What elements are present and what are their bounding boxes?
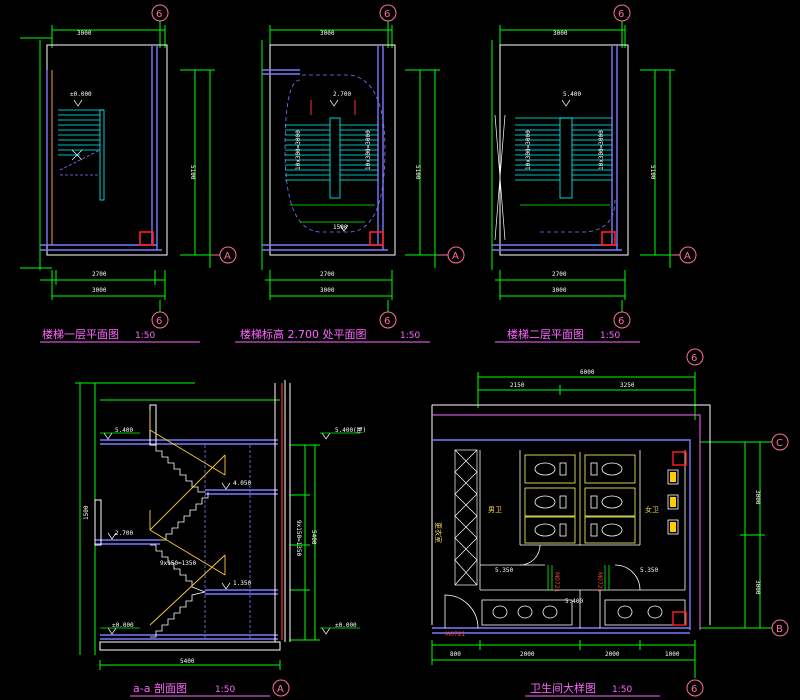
plan3-level: 5.400 [563, 91, 581, 98]
section-run-label: 9x150=1350 [160, 560, 197, 567]
toilet-bottom-dim-3: 2000 [605, 651, 620, 658]
axis-6-bottom-plan3: 6 [618, 316, 624, 327]
plan3-top-dim: 3000 [553, 30, 568, 37]
toilet-top-dim-1: 2150 [510, 382, 525, 389]
toilet-bottom-dim-4: 1000 [665, 651, 680, 658]
plan2-run-left: 10x300=3000 [295, 130, 302, 170]
axis-6-bottom-plan1: 6 [156, 316, 162, 327]
plan2-title: 楼梯标高 2.700 处平面图 [240, 327, 366, 341]
plan3-right-dim: 5100 [649, 165, 656, 180]
toilet-label-side: 更衣室 [434, 522, 443, 543]
plan3-title: 楼梯二层平面图 [507, 327, 584, 341]
toilet-level-3: 5.400 [565, 598, 583, 605]
section-scale: 1:50 [215, 685, 235, 695]
section-title: a-a 剖面图 [133, 681, 187, 695]
axis-6-top-plan2: 6 [384, 9, 390, 20]
axis-a-plan3: A [684, 251, 691, 262]
toilet-top-dim-2: 3250 [620, 382, 635, 389]
toilet-axis-bubbles [686, 348, 789, 697]
section-level-ground-right: ±0.000 [335, 622, 357, 629]
plan2-run-right: 10x300=3000 [365, 130, 372, 170]
plan2-bottom-total: 3000 [320, 287, 335, 294]
plan3-scale: 1:50 [600, 331, 620, 341]
plan2-right-dim: 5100 [414, 165, 421, 180]
section-bottom-dim: 5400 [180, 658, 195, 665]
toilet-label-male: 男卫 [488, 506, 502, 514]
plan1-scale: 1:50 [135, 331, 155, 341]
axis-a-plan1: A [224, 251, 231, 262]
toilet-plan [431, 372, 785, 678]
section-level-4050: 4.050 [233, 480, 251, 487]
plan2-landing-dim: 1500 [333, 224, 348, 231]
toilet-label-female: 女卫 [645, 505, 659, 514]
plan1-level: ±0.000 [70, 91, 92, 98]
plan1-bottom-total: 3000 [92, 287, 107, 294]
axis-b-toilet: B [776, 624, 783, 635]
axis-a-section: A [277, 684, 284, 695]
stair-plan-ground-floor [20, 20, 215, 312]
plan2-top-dim: 3000 [320, 30, 335, 37]
axis-6-toilet-top: 6 [691, 353, 697, 364]
stair-plan-second-floor [491, 20, 675, 312]
plan2-level: 2.700 [333, 91, 351, 98]
axis-6-top-plan1: 6 [156, 9, 162, 20]
toilet-bottom-dim-1: 800 [450, 651, 461, 658]
section-run-dim-1: 9x150=1350 [295, 520, 302, 557]
section-total-dim: 5400 [310, 530, 317, 545]
plan1-axis-bubbles [151, 4, 237, 329]
axis-a-plan2: A [452, 251, 459, 262]
plan1-title: 楼梯一层平面图 [42, 327, 119, 341]
stair-plan-landing [261, 20, 440, 312]
toilet-door-tag-2: M0721 [553, 572, 560, 593]
toilet-bottom-dim-2: 2000 [520, 651, 535, 658]
plan3-run-left: 10x300=3000 [525, 130, 532, 170]
plan2-axis-bubbles [379, 4, 465, 329]
plan3-bottom-dim: 2700 [552, 271, 567, 278]
axis-6-top-plan3: 6 [618, 9, 624, 20]
section-left-dim: 1500 [83, 505, 90, 520]
toilet-right-dim-1: 3000 [754, 490, 761, 505]
axis-6-bottom-plan2: 6 [384, 316, 390, 327]
toilet-title: 卫生间大样图 [530, 681, 596, 695]
toilet-level-2: 5.350 [640, 567, 658, 574]
plan1-right-dim: 5100 [189, 165, 196, 180]
toilet-top-total: 6000 [580, 369, 595, 376]
axis-6-toilet-bottom: 6 [691, 684, 697, 695]
section-level-top: 5.400 [115, 427, 133, 434]
toilet-scale: 1:50 [612, 685, 632, 695]
toilet-door-tag: M0721 [445, 631, 466, 638]
section-level-1350: 1.350 [233, 580, 251, 587]
plan3-axis-bubbles [613, 4, 697, 329]
toilet-level-1: 5.350 [495, 567, 513, 574]
section-level-roof: 5.400(屋) [335, 427, 366, 434]
plan1-top-dim: 3000 [77, 30, 92, 37]
toilet-door-tag-3: M0721 [596, 572, 603, 593]
section-level-2700: 2.700 [115, 530, 133, 537]
plan2-bottom-dim: 2700 [320, 271, 335, 278]
plan3-run-right: 10x300=3000 [598, 130, 605, 170]
plan1-bottom-dim: 2700 [92, 271, 107, 278]
stair-section-aa [75, 380, 360, 670]
toilet-right-dim-2: 3000 [754, 580, 761, 595]
section-level-ground: ±0.000 [112, 622, 134, 629]
plan3-bottom-total: 3000 [552, 287, 567, 294]
plan2-scale: 1:50 [400, 331, 420, 341]
axis-c-toilet: C [776, 438, 783, 449]
